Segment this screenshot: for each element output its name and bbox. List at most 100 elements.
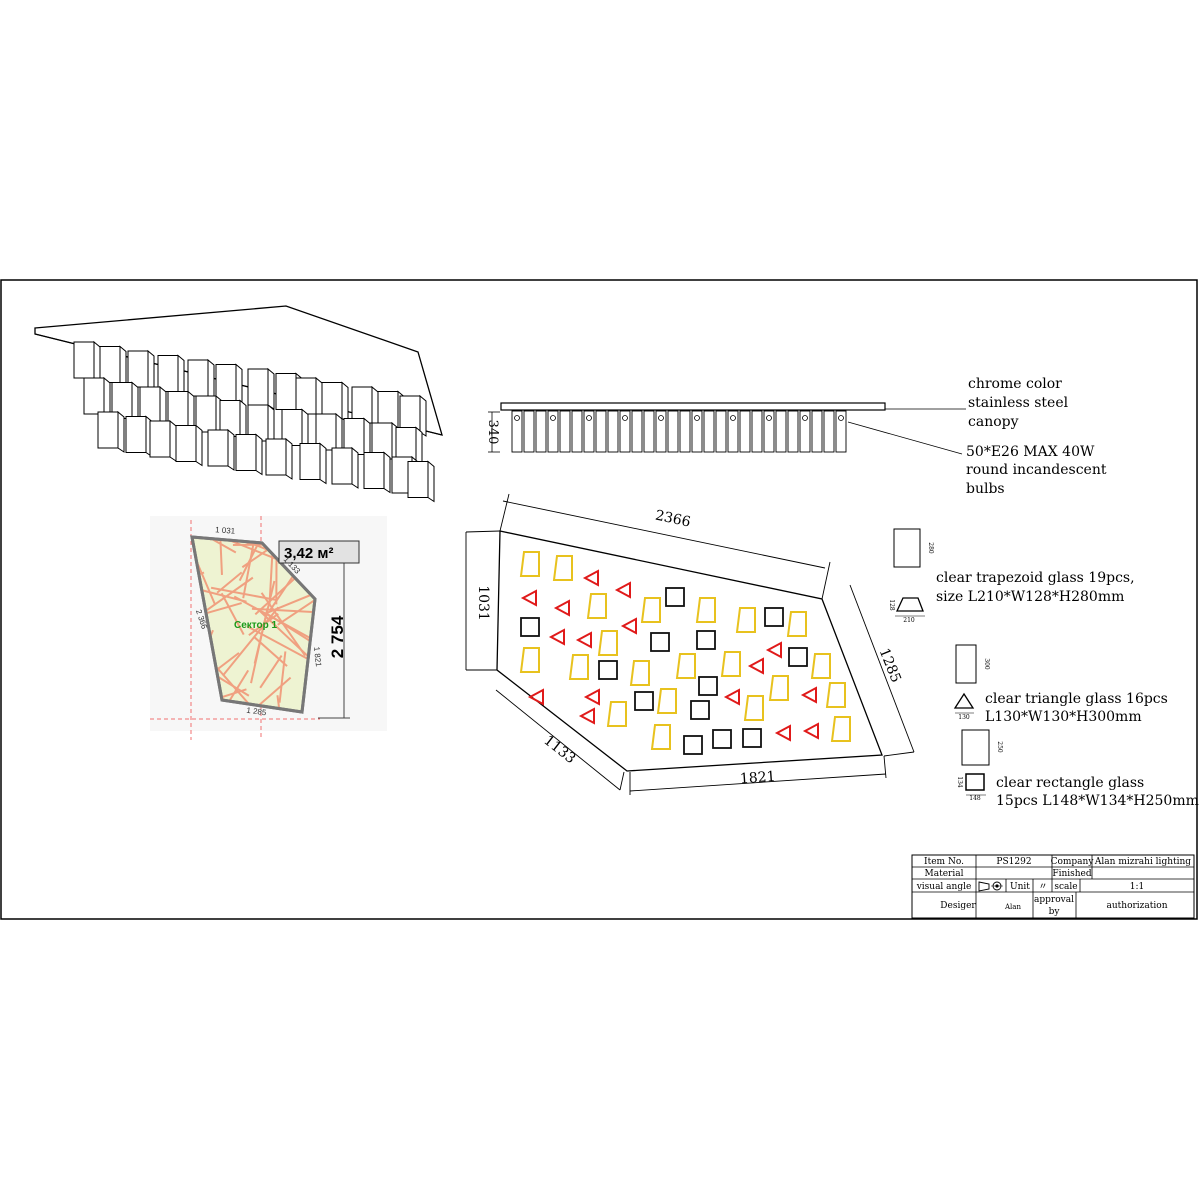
side-crystal [571,410,583,453]
trapezoid-glass [656,688,677,714]
sector-pattern-stroke [192,579,247,603]
side-height-dim: 340 [485,420,500,445]
sector-pattern-stroke [248,613,279,636]
sector-pattern-stroke [242,539,256,599]
crystal-prism [299,443,321,480]
trapezoid-glass [519,647,540,673]
crystal-prism [157,355,179,392]
triangle-glass [765,641,782,659]
crystal-prism [127,350,149,388]
crystal-prism [215,364,237,401]
triangle-glass [520,589,537,607]
trap-text-1: clear trapezoid glass 19pcs, [936,570,1135,586]
rectangle-glass [650,632,670,652]
tb-unit-label: Unit [1010,882,1030,892]
sector-pattern-stroke [278,651,287,703]
tb-designer-label: Desiger [940,901,976,911]
tb-scale: 1:1 [1130,882,1144,892]
rectangle-glass [520,617,540,637]
trapezoid-glass [597,630,618,656]
side-crystal [787,410,799,453]
crystal-prism [175,425,197,462]
sector-pattern-stroke [259,655,283,689]
triangle-glass [575,631,592,649]
triangle-glass [723,688,740,706]
tri-width-dim: 130 [958,714,970,721]
rect-front-view [961,729,990,766]
trapezoid-glass [519,551,540,577]
side-crystal [607,410,619,453]
side-crystal [679,410,691,453]
dim-bottom: 1821 [739,769,776,787]
tri-front-view [955,644,977,684]
crystal-prism [207,429,229,467]
side-crystal [523,410,535,453]
crystal-prism-side [267,367,275,410]
trapezoid-glass [720,651,741,677]
tri-icon [953,692,975,709]
sector-pattern-stroke [202,576,254,614]
canopy-callout-3: canopy [968,414,1019,430]
side-crystal [727,410,739,453]
rect-width-dim: 148 [969,795,981,802]
sector-pattern-stroke [266,612,315,663]
side-crystal [583,410,595,453]
dim-top-ext-left [499,493,510,532]
side-bulb [730,415,736,421]
crystal-prism [149,420,171,458]
crystal-prism [99,346,121,383]
side-crystal [703,410,715,453]
dim-left-lower: 1133 [540,733,578,768]
rectangle-glass [598,660,618,680]
sector-label: Сектор 1 [234,620,278,631]
rectangle-glass [698,676,718,696]
side-bulb [586,415,592,421]
side-crystal [751,410,763,453]
side-bulb [766,415,772,421]
crystal-prism-side [419,394,427,437]
crystal-prism-side [195,424,203,467]
trap-width-dim: 210 [903,617,915,624]
perspective-view [34,305,443,503]
crystal-prism [295,377,317,415]
crystal-prism [187,359,209,397]
trapezoid-glass [586,593,607,619]
triangle-glass [578,707,595,725]
trapezoid-glass [743,695,764,721]
trapezoid-glass [768,675,789,701]
side-crystal [547,410,559,453]
trapezoid-glass [640,597,661,623]
crystal-prism-side [177,354,185,397]
crystal-prism [247,368,269,406]
side-crystal [739,410,751,453]
crystal-prism-side [319,442,327,485]
tri-text-2: L130*W130*H300mm [985,709,1142,725]
bulb-callout-1: 50*E26 MAX 40W [966,444,1095,460]
dim-lower-left-line [495,689,621,791]
side-bulb [622,415,628,421]
projection-symbol-icon [978,881,1003,892]
trapezoid-glass [810,653,831,679]
crystal-prism [125,416,147,453]
crystal-prism [97,411,119,449]
sector-area-box [278,540,360,564]
sector-area-value: 3,42 м² [284,545,333,562]
side-bulb [550,415,556,421]
rectangle-glass [690,700,710,720]
sector-dim-bottom: 1 285 [246,706,268,718]
crystal-prism [331,447,353,485]
triangle-glass [802,722,819,740]
dim-bottom-line [629,773,887,792]
tb-authorization-label: authorization [1107,901,1168,911]
rectangle-glass [634,691,654,711]
side-crystal [595,410,607,453]
sector-pattern-stroke [253,580,276,664]
crystal-prism [235,434,257,471]
tb-approval-label-2: by [1049,907,1061,917]
crystal-prism [377,391,399,428]
crystal-prism [195,395,217,433]
side-crystal [763,410,775,453]
dim-left-upper: 1031 [475,585,491,621]
sector-pattern-stroke [277,584,315,626]
